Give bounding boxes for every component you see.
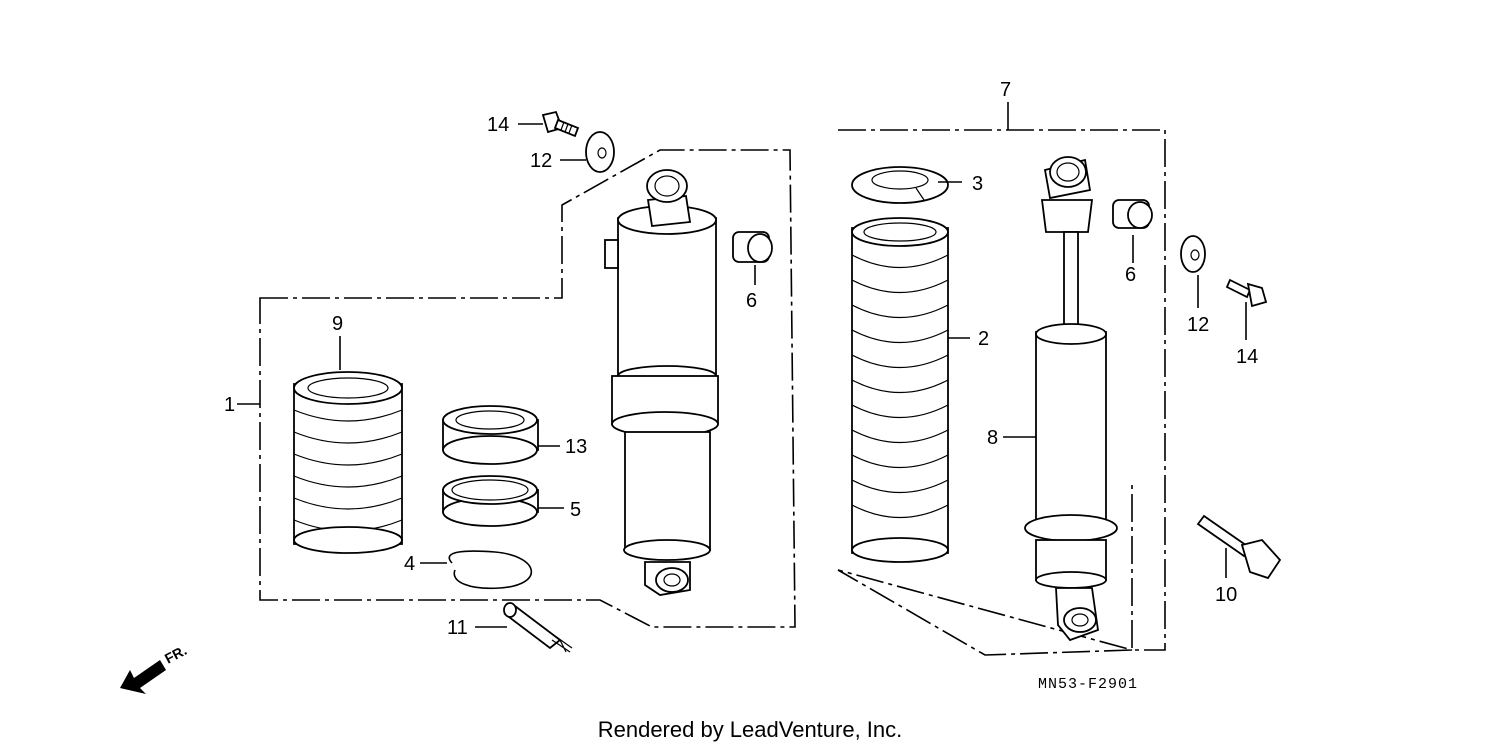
circlip-4 xyxy=(448,550,533,590)
bushing-6-right xyxy=(1112,199,1153,229)
pin-11 xyxy=(503,602,573,653)
callout-14-left: 14 xyxy=(487,114,509,136)
front-direction-label: FR. xyxy=(162,642,189,667)
callout-5: 5 xyxy=(570,499,581,521)
stopper-ring-5 xyxy=(442,475,539,527)
callout-1: 1 xyxy=(224,394,235,416)
spring-seat-3 xyxy=(851,166,949,204)
washer-12-left xyxy=(585,131,615,173)
right-assembly-boundary xyxy=(837,129,1166,656)
bolt-10 xyxy=(1196,514,1282,580)
spring-collar-13 xyxy=(442,405,539,465)
bushing-6-left xyxy=(732,231,773,263)
bolt-14-left xyxy=(541,110,580,138)
left-assembly-boundary xyxy=(259,149,796,628)
callout-13: 13 xyxy=(565,436,587,458)
rear-shock-absorber-1 xyxy=(604,169,719,596)
callout-6-left: 6 xyxy=(746,290,757,312)
callout-2: 2 xyxy=(978,328,989,350)
spring-long-2 xyxy=(851,217,949,563)
callout-12-right: 12 xyxy=(1187,314,1209,336)
spring-short-9 xyxy=(293,371,403,554)
front-direction-arrow: FR. xyxy=(120,642,189,694)
callout-6-right: 6 xyxy=(1125,264,1136,286)
callout-10: 10 xyxy=(1215,584,1237,606)
figure-code: MN53-F2901 xyxy=(1038,676,1138,693)
callout-8: 8 xyxy=(987,427,998,449)
leader-lines xyxy=(237,102,1247,628)
washer-12-right xyxy=(1180,235,1206,273)
callout-9: 9 xyxy=(332,313,343,335)
callout-3: 3 xyxy=(972,173,983,195)
callout-4: 4 xyxy=(404,553,415,575)
callout-7: 7 xyxy=(1000,79,1011,101)
bolt-14-right xyxy=(1225,278,1268,308)
callout-14-right: 14 xyxy=(1236,346,1258,368)
damper-8 xyxy=(1024,156,1118,642)
callout-12-left: 12 xyxy=(530,150,552,172)
render-credit: Rendered by LeadVenture, Inc. xyxy=(598,717,903,742)
callout-11: 11 xyxy=(447,617,468,639)
